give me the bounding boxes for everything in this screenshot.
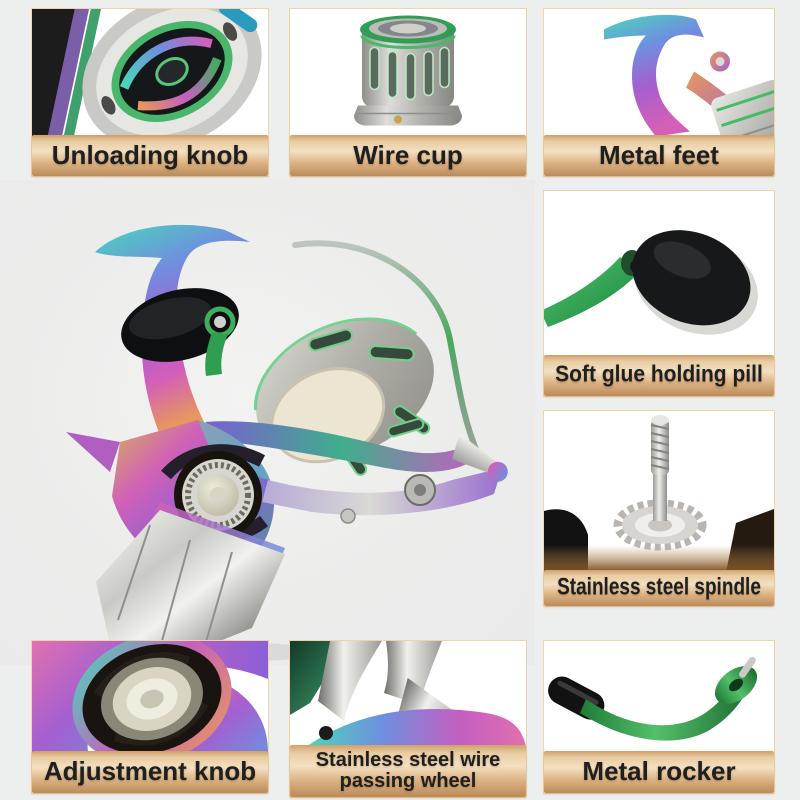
metal-rocker-photo xyxy=(544,641,774,753)
stainless-steel-spindle-photo xyxy=(544,411,774,572)
rotor-right-arm xyxy=(262,468,502,516)
tile-stainless-steel-spindle: Stainless steel spindle xyxy=(543,410,775,607)
tile-soft-glue-holding-pill: Soft glue holding pill xyxy=(543,190,775,397)
label-banner: Metal rocker xyxy=(544,751,774,793)
label-banner: Unloading knob xyxy=(32,135,268,176)
label-banner: Soft glue holding pill xyxy=(544,355,774,396)
bail-wire xyxy=(292,240,481,457)
tile-label: Wire cup xyxy=(353,139,463,170)
tile-label-line1: Stainless steel wire xyxy=(315,749,501,771)
wire-passing-wheel-photo xyxy=(290,641,526,747)
metal-feet-photo xyxy=(544,9,774,137)
tile-label-line2: passing wheel xyxy=(339,770,477,792)
knob-link-arm xyxy=(205,332,228,376)
tile-wire-cup: Wire cup xyxy=(289,8,527,177)
body-spike-left xyxy=(66,432,120,472)
line-roller xyxy=(451,433,508,482)
tile-label: Soft glue holding pill xyxy=(555,362,763,388)
wire-cup-photo xyxy=(290,9,526,137)
label-banner: Stainless steel spindle xyxy=(544,570,774,606)
tile-unloading-knob: Unloading knob xyxy=(31,8,269,177)
tile-metal-rocker: Metal rocker xyxy=(543,640,775,794)
tile-wire-passing-wheel: Stainless steel wire passing wheel xyxy=(289,640,527,798)
tile-label: Adjustment knob xyxy=(43,756,257,787)
label-banner: Wire cup xyxy=(290,135,526,176)
tile-label: Metal feet xyxy=(599,139,719,170)
handle-knob xyxy=(121,288,239,362)
tile-label: Unloading knob xyxy=(51,139,249,170)
rainbow-reel-illustration xyxy=(66,224,508,662)
soft-glue-holding-pill-photo xyxy=(544,191,774,357)
tile-adjustment-knob: Adjustment knob xyxy=(31,640,269,794)
tile-label: Metal rocker xyxy=(582,756,736,787)
knob-axle-hub xyxy=(214,316,226,328)
screw xyxy=(340,508,356,524)
unloading-knob-photo xyxy=(32,9,268,137)
cone-facet-lines xyxy=(117,524,233,649)
label-banner: Stainless steel wire passing wheel xyxy=(290,745,526,797)
main-reel-photo xyxy=(0,180,535,665)
label-banner: Metal feet xyxy=(544,135,774,176)
spool xyxy=(253,317,434,476)
rotor-upper-arm xyxy=(206,421,478,472)
tile-metal-feet: Metal feet xyxy=(543,8,775,177)
pivot-bolt-center xyxy=(414,484,426,496)
label-banner: Adjustment knob xyxy=(32,751,268,793)
adjustment-knob-photo xyxy=(32,641,268,753)
tile-label: Stainless steel spindle xyxy=(557,574,761,601)
